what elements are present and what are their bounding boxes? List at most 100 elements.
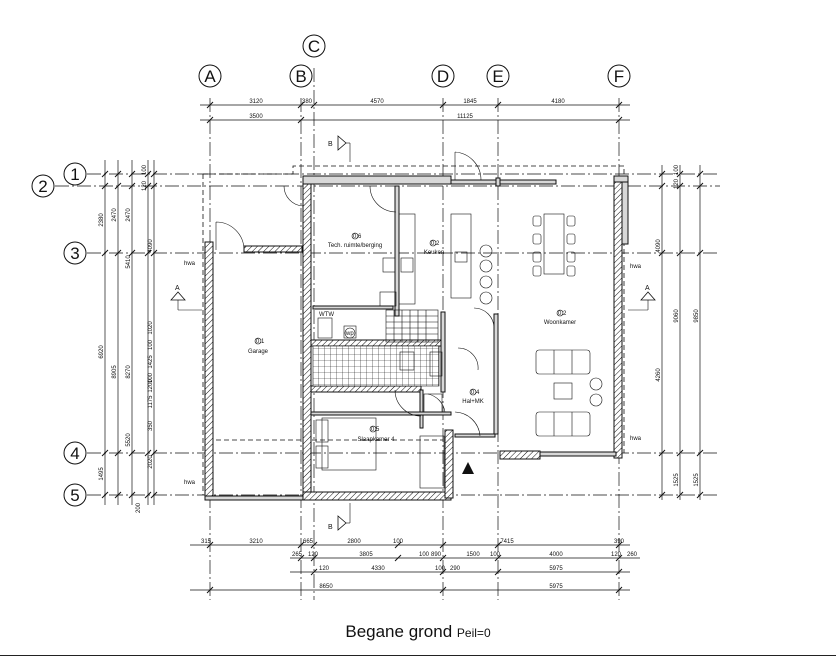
dim-bottom-4000: 4000 bbox=[549, 552, 563, 558]
grid-label-2: 2 bbox=[38, 177, 47, 196]
dim-tick bbox=[128, 170, 136, 178]
room-label-hal: Hal+MK bbox=[462, 399, 484, 405]
top-dimension-lines: 3120 380 4570 1845 4180 3500 11125 bbox=[200, 99, 630, 124]
dim-tick bbox=[676, 449, 684, 457]
dim-tick bbox=[676, 249, 684, 257]
dim-bottom-3805: 3805 bbox=[359, 552, 373, 558]
dim-top-380: 380 bbox=[302, 99, 313, 105]
walls bbox=[204, 175, 629, 501]
room-label-garage: Garage bbox=[248, 349, 269, 355]
dim-tick bbox=[615, 541, 623, 549]
dim-left-small-2: 120 bbox=[142, 180, 148, 191]
dim-tick bbox=[658, 249, 666, 257]
room-code-keuken: 0.2 bbox=[431, 241, 440, 247]
dim-bottom-1500: 1500 bbox=[466, 552, 480, 558]
grid-bubble-4 bbox=[63, 441, 87, 465]
dim-top-3120: 3120 bbox=[249, 99, 263, 105]
dim-left-8905: 8905 bbox=[112, 365, 118, 379]
dim-top-3500: 3500 bbox=[249, 114, 263, 120]
dim-tick bbox=[615, 554, 623, 562]
dim-left-2470b: 2470 bbox=[126, 208, 132, 222]
staircase bbox=[385, 309, 439, 343]
dim-tick bbox=[394, 541, 402, 549]
grid-bubble-D bbox=[431, 64, 455, 88]
room-label-tech: Tech. ruimte/berging bbox=[328, 243, 382, 249]
room-label-slaapkamer: Slaapkamer 4 bbox=[357, 437, 395, 443]
section-marker-bottom: B bbox=[328, 524, 333, 531]
dim-tick bbox=[101, 170, 109, 178]
dim-top-11125: 11125 bbox=[457, 114, 473, 120]
dim-tick bbox=[310, 101, 318, 109]
dim-bottom-100: 100 bbox=[393, 539, 404, 545]
grid-label-B: B bbox=[295, 67, 306, 86]
hwa-label-left-bottom: hwa bbox=[184, 480, 196, 486]
dim-tick bbox=[144, 449, 152, 457]
dim-bottom-120b: 120 bbox=[611, 552, 622, 558]
dim-tick bbox=[144, 182, 152, 190]
dim-tick bbox=[114, 182, 122, 190]
dim-bottom-100c: 100 bbox=[490, 552, 501, 558]
room-code-slaapkamer: 0.5 bbox=[371, 427, 380, 433]
section-marker-left: A bbox=[175, 285, 180, 292]
dim-left-2470a: 2470 bbox=[112, 208, 118, 222]
dim-tick bbox=[297, 101, 305, 109]
dim-left-small-3: 200 bbox=[136, 502, 142, 513]
dim-left-1425: 1425 bbox=[148, 355, 154, 369]
kitchen-furniture bbox=[379, 213, 493, 307]
grid-label-1: 1 bbox=[70, 165, 79, 184]
dim-tick bbox=[439, 554, 447, 562]
dim-tick bbox=[101, 449, 109, 457]
dim-tick bbox=[297, 541, 305, 549]
section-marker-right: A bbox=[645, 285, 650, 292]
grid-bubble-5 bbox=[63, 483, 87, 507]
section-marker-top: B bbox=[328, 141, 333, 148]
dim-top-4570: 4570 bbox=[370, 99, 384, 105]
dim-left-5520: 5520 bbox=[126, 433, 132, 447]
dim-tick bbox=[150, 182, 158, 190]
dim-bottom-265: 265 bbox=[292, 552, 303, 558]
room-code-woonkamer: 0.2 bbox=[558, 311, 567, 317]
drawing-title-sub: Peil=0 bbox=[456, 626, 491, 640]
hwa-label-left-top: hwa bbox=[184, 261, 196, 267]
dim-tick bbox=[676, 491, 684, 499]
dim-tick bbox=[150, 170, 158, 178]
dim-left-1200: 1200 bbox=[148, 379, 154, 393]
grid-label-C: C bbox=[308, 37, 320, 56]
dim-right-1525a: 1525 bbox=[674, 473, 680, 487]
dim-right-small-1: 100 bbox=[674, 164, 680, 175]
dim-tick bbox=[439, 568, 447, 576]
dim-tick bbox=[150, 249, 158, 257]
hwa-label-right-top: hwa bbox=[630, 264, 642, 270]
dim-tick bbox=[696, 249, 704, 257]
living-furniture bbox=[532, 213, 603, 437]
grid-bubble-2 bbox=[31, 174, 55, 198]
grid-label-E: E bbox=[492, 67, 503, 86]
room-code-hal: 0.4 bbox=[471, 390, 480, 396]
section-markers: B B A A bbox=[170, 135, 656, 531]
dim-left-1020: 1020 bbox=[148, 321, 154, 335]
grid-label-5: 5 bbox=[70, 486, 79, 505]
dim-bottom-260: 260 bbox=[627, 552, 638, 558]
dim-bottom-100d: 100 bbox=[435, 566, 446, 572]
dim-tick bbox=[297, 554, 305, 562]
dim-bottom-120a: 120 bbox=[308, 552, 319, 558]
hwa-labels: hwa hwa hwa hwa bbox=[184, 261, 642, 486]
dim-tick bbox=[101, 182, 109, 190]
grid-bubble-F bbox=[607, 64, 631, 88]
bathroom-tiles bbox=[312, 345, 440, 387]
grid-bubble-B bbox=[289, 64, 313, 88]
label-wp: wp bbox=[345, 331, 354, 337]
grid-bubble-A bbox=[198, 64, 222, 88]
dim-tick bbox=[114, 449, 122, 457]
dim-tick bbox=[144, 170, 152, 178]
dim-left-1495: 1495 bbox=[99, 467, 105, 481]
bottom-dimension-lines: 315 3210 665 2800 100 7415 390 265 120 3… bbox=[190, 539, 640, 594]
dim-tick bbox=[310, 554, 318, 562]
dim-bottom-120c: 120 bbox=[319, 566, 330, 572]
room-code-garage: 0.1 bbox=[256, 339, 265, 345]
dim-left-350: 350 bbox=[148, 420, 154, 431]
dim-tick bbox=[114, 491, 122, 499]
dim-tick bbox=[494, 541, 502, 549]
